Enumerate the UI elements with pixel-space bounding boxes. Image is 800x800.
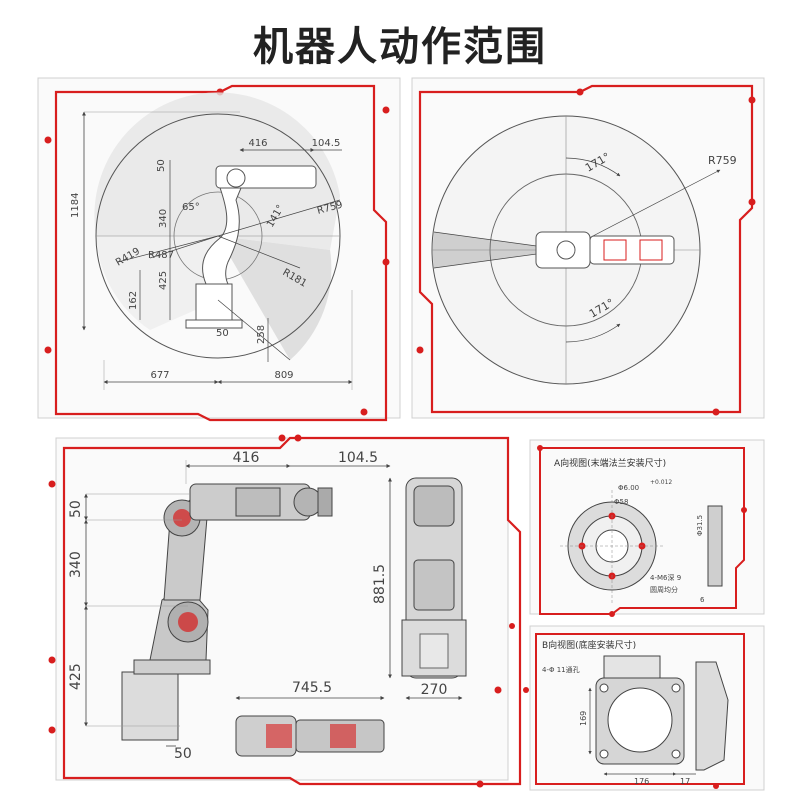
red-frame [54, 84, 388, 422]
flange-view-panel: A向视图(末端法兰安装尺寸) Φ6.00 +0.012 Φ58 Φ31.5 4-… [529, 439, 765, 617]
dim-416: 416 [233, 450, 260, 466]
red-frame [62, 436, 522, 786]
dim-17: 17 [680, 777, 690, 786]
dim-425: 425 [158, 271, 169, 290]
tolerance: +0.012 [650, 479, 672, 486]
dim-104-5: 104.5 [338, 450, 378, 466]
dim-50-base: 50 [174, 746, 192, 762]
robot-dimension-panel: 416 104.5 50 340 425 50 881.5 745.5 270 [48, 434, 522, 788]
holes-through: 4-Φ 11通孔 [542, 665, 580, 674]
top-range-panel: 171° R759 171° [411, 77, 765, 419]
b-view-heading: B向视图(底座安装尺寸) [542, 639, 636, 651]
dim-50-base: 50 [216, 328, 229, 339]
dim-881-5: 881.5 [372, 564, 388, 604]
radius-759-top: R759 [708, 154, 737, 167]
page-title: 机器人动作范围 [253, 24, 547, 70]
base-view-panel: B向视图(底座安装尺寸) 4-Φ 11通孔 169 176 17 [509, 623, 765, 791]
phi-31-5: Φ31.5 [696, 515, 704, 536]
red-frame [539, 447, 745, 615]
dim-677: 677 [150, 370, 169, 381]
dim-50: 50 [156, 159, 167, 172]
red-frame [535, 633, 745, 785]
dim-50: 50 [68, 500, 84, 518]
dim-340: 340 [68, 551, 84, 578]
dim-745-5: 745.5 [292, 680, 332, 696]
dim-416: 416 [248, 138, 267, 149]
dim-162: 162 [128, 291, 139, 310]
dim-270: 270 [421, 682, 448, 698]
dim-425: 425 [68, 663, 84, 690]
radius-487: R487 [148, 250, 174, 261]
dim-258: 258 [256, 325, 267, 344]
dim-1184: 1184 [70, 193, 81, 218]
red-frame [418, 84, 754, 414]
a-view-heading: A向视图(末端法兰安装尺寸) [554, 457, 666, 469]
dim-104-5: 104.5 [312, 138, 341, 149]
phi-58: Φ58 [614, 498, 628, 506]
angle-65: 65° [182, 202, 200, 213]
dim-169: 169 [579, 711, 588, 726]
holes-m6: 4-M6深 9 [650, 573, 681, 582]
phi-6: Φ6.00 [618, 484, 639, 492]
dim-809: 809 [274, 370, 293, 381]
dim-6: 6 [700, 596, 705, 604]
side-range-panel: 416 104.5 50 1184 340 65° 141° R759 R419… [37, 77, 401, 422]
dim-176: 176 [634, 777, 649, 786]
even-distribution: 圆周均分 [650, 585, 678, 594]
dim-340: 340 [158, 209, 169, 228]
